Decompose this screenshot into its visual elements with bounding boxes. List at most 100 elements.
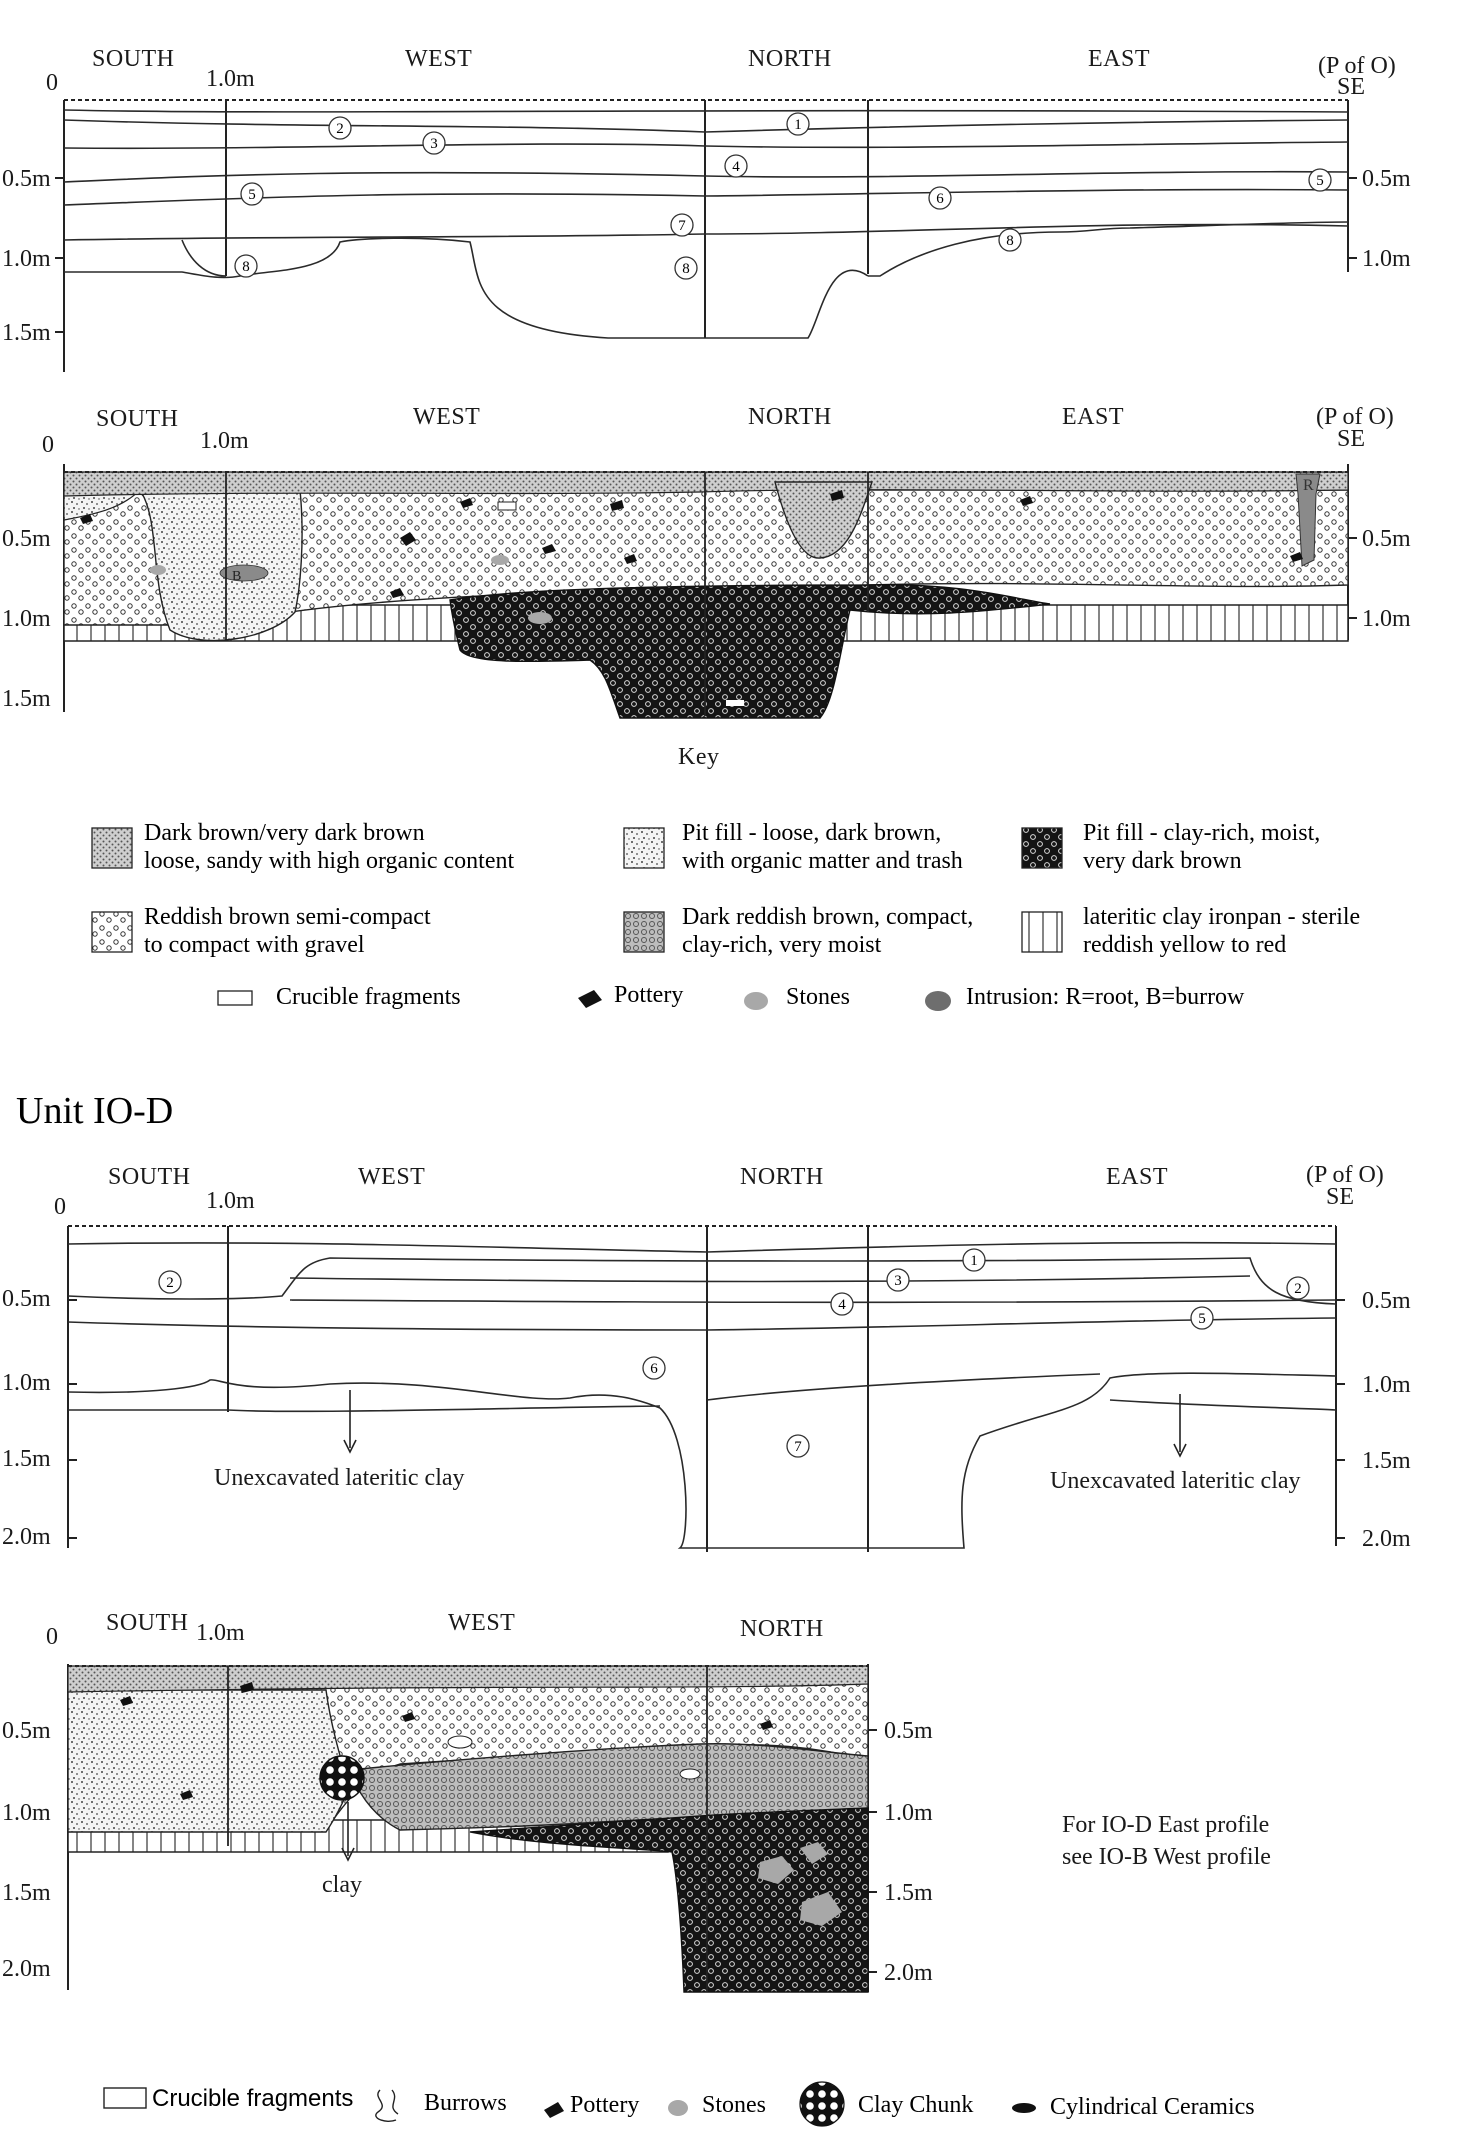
dir-north: NORTH (740, 1616, 824, 1642)
key-5-line1: Dark reddish brown, compact, (682, 904, 973, 930)
crucible-icon (217, 990, 253, 1006)
scale-1-5m: 1.5m (2, 686, 51, 712)
key-6-line1: lateritic clay ironpan - sterile (1083, 904, 1360, 930)
bk-burrows: Burrows (424, 2090, 507, 2116)
svg-text:6: 6 (650, 1361, 658, 1377)
key-legend: Key Dark brown/very dark brown loose, sa… (91, 744, 1360, 1011)
layer-number-4: 4 (724, 154, 748, 178)
key-4-line2: to compact with gravel (144, 932, 365, 958)
svg-text:2: 2 (336, 121, 344, 137)
unit-iod-title: Unit IO-D (16, 1090, 173, 1132)
dir-south: SOUTH (92, 46, 175, 72)
pottery-sherds (120, 1682, 773, 1800)
stones-icon (668, 2100, 688, 2116)
right-scale-0-5m: 0.5m (1362, 1288, 1411, 1314)
scale-0: 0 (42, 432, 54, 458)
dir-south: SOUTH (106, 1610, 189, 1636)
bk-cylindrical: Cylindrical Ceramics (1050, 2094, 1255, 2120)
layer-number-8c: 8 (998, 228, 1022, 252)
svg-text:1: 1 (970, 1253, 978, 1269)
scale-1-0m: 1.0m (2, 1370, 51, 1396)
dir-east: EAST (1062, 404, 1124, 430)
one-m-label: 1.0m (206, 1188, 255, 1214)
right-scale-0-5m: 0.5m (1362, 526, 1411, 552)
layer-number-3: 3 (886, 1268, 910, 1292)
stones (150, 555, 552, 624)
right-scale-0-5m: 0.5m (1362, 166, 1411, 192)
bk-clay-chunk: Clay Chunk (858, 2092, 973, 2118)
section-1-line-profile: SOUTH WEST NORTH EAST (P of O) SE 1.0m 0… (2, 46, 1411, 372)
sym-intrusion: Intrusion: R=root, B=burrow (966, 984, 1245, 1010)
key-2-line2: with organic matter and trash (682, 848, 963, 874)
dir-north: NORTH (748, 46, 832, 72)
burrows-icon (375, 2089, 399, 2122)
crucible-fragment (726, 700, 744, 706)
right-scale-1-0m: 1.0m (1362, 606, 1411, 632)
svg-text:6: 6 (936, 191, 944, 207)
sym-pottery: Pottery (614, 982, 683, 1008)
crucible-fragment (497, 501, 517, 511)
pottery-sherds (80, 490, 1303, 598)
scale-0: 0 (54, 1194, 66, 1220)
one-m-label: 1.0m (200, 428, 249, 454)
one-m-label: 1.0m (206, 66, 255, 92)
svg-text:5: 5 (1198, 1311, 1206, 1327)
dir-east: EAST (1088, 46, 1150, 72)
scale-0-5m: 0.5m (2, 526, 51, 552)
svg-text:4: 4 (838, 1297, 846, 1313)
key-2-line1: Pit fill - loose, dark brown, (682, 820, 941, 846)
scale-2-0m: 2.0m (2, 1524, 51, 1550)
svg-text:5: 5 (1316, 173, 1324, 189)
right-scale-1-5m: 1.5m (884, 1880, 933, 1906)
layer-number-2b: 2 (1286, 1276, 1310, 1300)
svg-text:2: 2 (166, 1275, 174, 1291)
scale-1-5m: 1.5m (2, 1880, 51, 1906)
unexcavated-right: Unexcavated lateritic clay (1050, 1468, 1301, 1494)
p-of-o-label: (P of O) (1318, 53, 1396, 79)
dir-north: NORTH (740, 1164, 824, 1190)
pottery-icon (578, 990, 602, 1008)
layer-number-8b: 8 (674, 256, 698, 280)
bk-crucible: Crucible fragments (152, 2085, 353, 2112)
se-label: SE (1337, 426, 1365, 452)
bk-pottery: Pottery (570, 2092, 639, 2118)
burrow-mark: B (232, 569, 241, 584)
svg-text:7: 7 (678, 218, 686, 234)
dir-east: EAST (1106, 1164, 1168, 1190)
scale-1-5m: 1.5m (2, 1446, 51, 1472)
se-label: SE (1326, 1184, 1354, 1210)
key-1-line1: Dark brown/very dark brown (144, 820, 425, 846)
svg-text:7: 7 (794, 1439, 802, 1455)
layer-number-2: 2 (328, 116, 352, 140)
scale-0: 0 (46, 1624, 58, 1650)
right-scale-1-0m: 1.0m (884, 1800, 933, 1826)
layer-number-8: 8 (234, 254, 258, 278)
section-2-patterned-profile: SOUTH WEST NORTH EAST (P of O) SE 1.0m 0… (2, 404, 1411, 719)
svg-text:3: 3 (894, 1273, 902, 1289)
scale-0-5m: 0.5m (2, 1286, 51, 1312)
svg-text:8: 8 (1006, 233, 1014, 249)
scale-0-5m: 0.5m (2, 1718, 51, 1744)
stones (758, 1842, 842, 1926)
dir-south: SOUTH (96, 406, 179, 432)
intrusion-icon (925, 991, 951, 1011)
key-4-line1: Reddish brown semi-compact (144, 904, 431, 930)
svg-text:3: 3 (430, 136, 438, 152)
pottery-icon (544, 2102, 564, 2118)
scale-0: 0 (46, 70, 58, 96)
scale-1-0m: 1.0m (2, 1800, 51, 1826)
right-scale-0-5m: 0.5m (884, 1718, 933, 1744)
bottom-key: Crucible fragments Burrows Pottery Stone… (103, 2081, 1255, 2127)
section-4-patterned-profile: SOUTH WEST NORTH 1.0m 0 0.5m 1.0m 1.5m 2… (2, 1610, 1271, 1993)
sym-crucible: Crucible fragments (276, 984, 461, 1010)
svg-text:4: 4 (732, 159, 740, 175)
scale-1-0m: 1.0m (2, 246, 51, 272)
clay-chunk (319, 1755, 365, 1801)
layer-number-4: 4 (830, 1292, 854, 1316)
layer-number-5b: 5 (1308, 168, 1332, 192)
scale-0-5m: 0.5m (2, 166, 51, 192)
svg-text:2: 2 (1294, 1281, 1302, 1297)
right-scale-2-0m: 2.0m (884, 1960, 933, 1986)
right-scale-2-0m: 2.0m (1362, 1526, 1411, 1552)
